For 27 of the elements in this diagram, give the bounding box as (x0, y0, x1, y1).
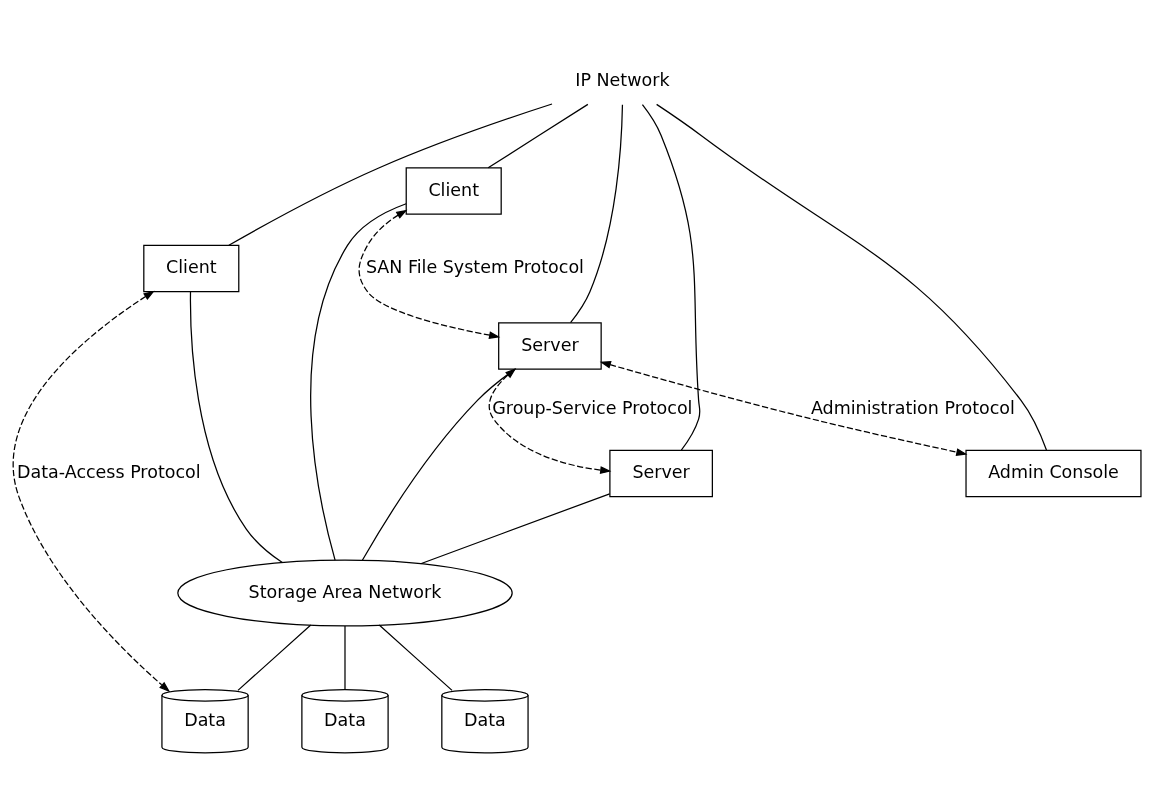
node-box: Server (498, 322, 602, 370)
connector (656, 103, 1048, 451)
node-box: Client (143, 244, 240, 293)
connector (237, 624, 312, 692)
arrow (488, 368, 612, 474)
connector (487, 103, 589, 169)
edge-label: Data-Access Protocol (17, 462, 201, 483)
edge-label: Administration Protocol (810, 398, 1015, 419)
node-ellipse: Storage Area Network (177, 559, 513, 627)
connector (189, 291, 283, 564)
edge-label: Group-Service Protocol (492, 398, 693, 419)
connector (641, 104, 701, 451)
edge-label: SAN File System Protocol (365, 257, 584, 278)
arrow (358, 209, 501, 339)
node-text: IP Network (575, 69, 670, 90)
connector (310, 203, 407, 561)
node-box: Client (405, 167, 502, 215)
connector (361, 368, 516, 561)
connector (569, 104, 624, 324)
connector (378, 624, 453, 692)
connector (228, 103, 553, 246)
connector (344, 625, 346, 690)
node-box: Server (609, 449, 713, 498)
arrow (12, 290, 171, 693)
node-box: Admin Console (965, 449, 1142, 498)
arrow (599, 361, 968, 456)
connector (420, 493, 611, 565)
